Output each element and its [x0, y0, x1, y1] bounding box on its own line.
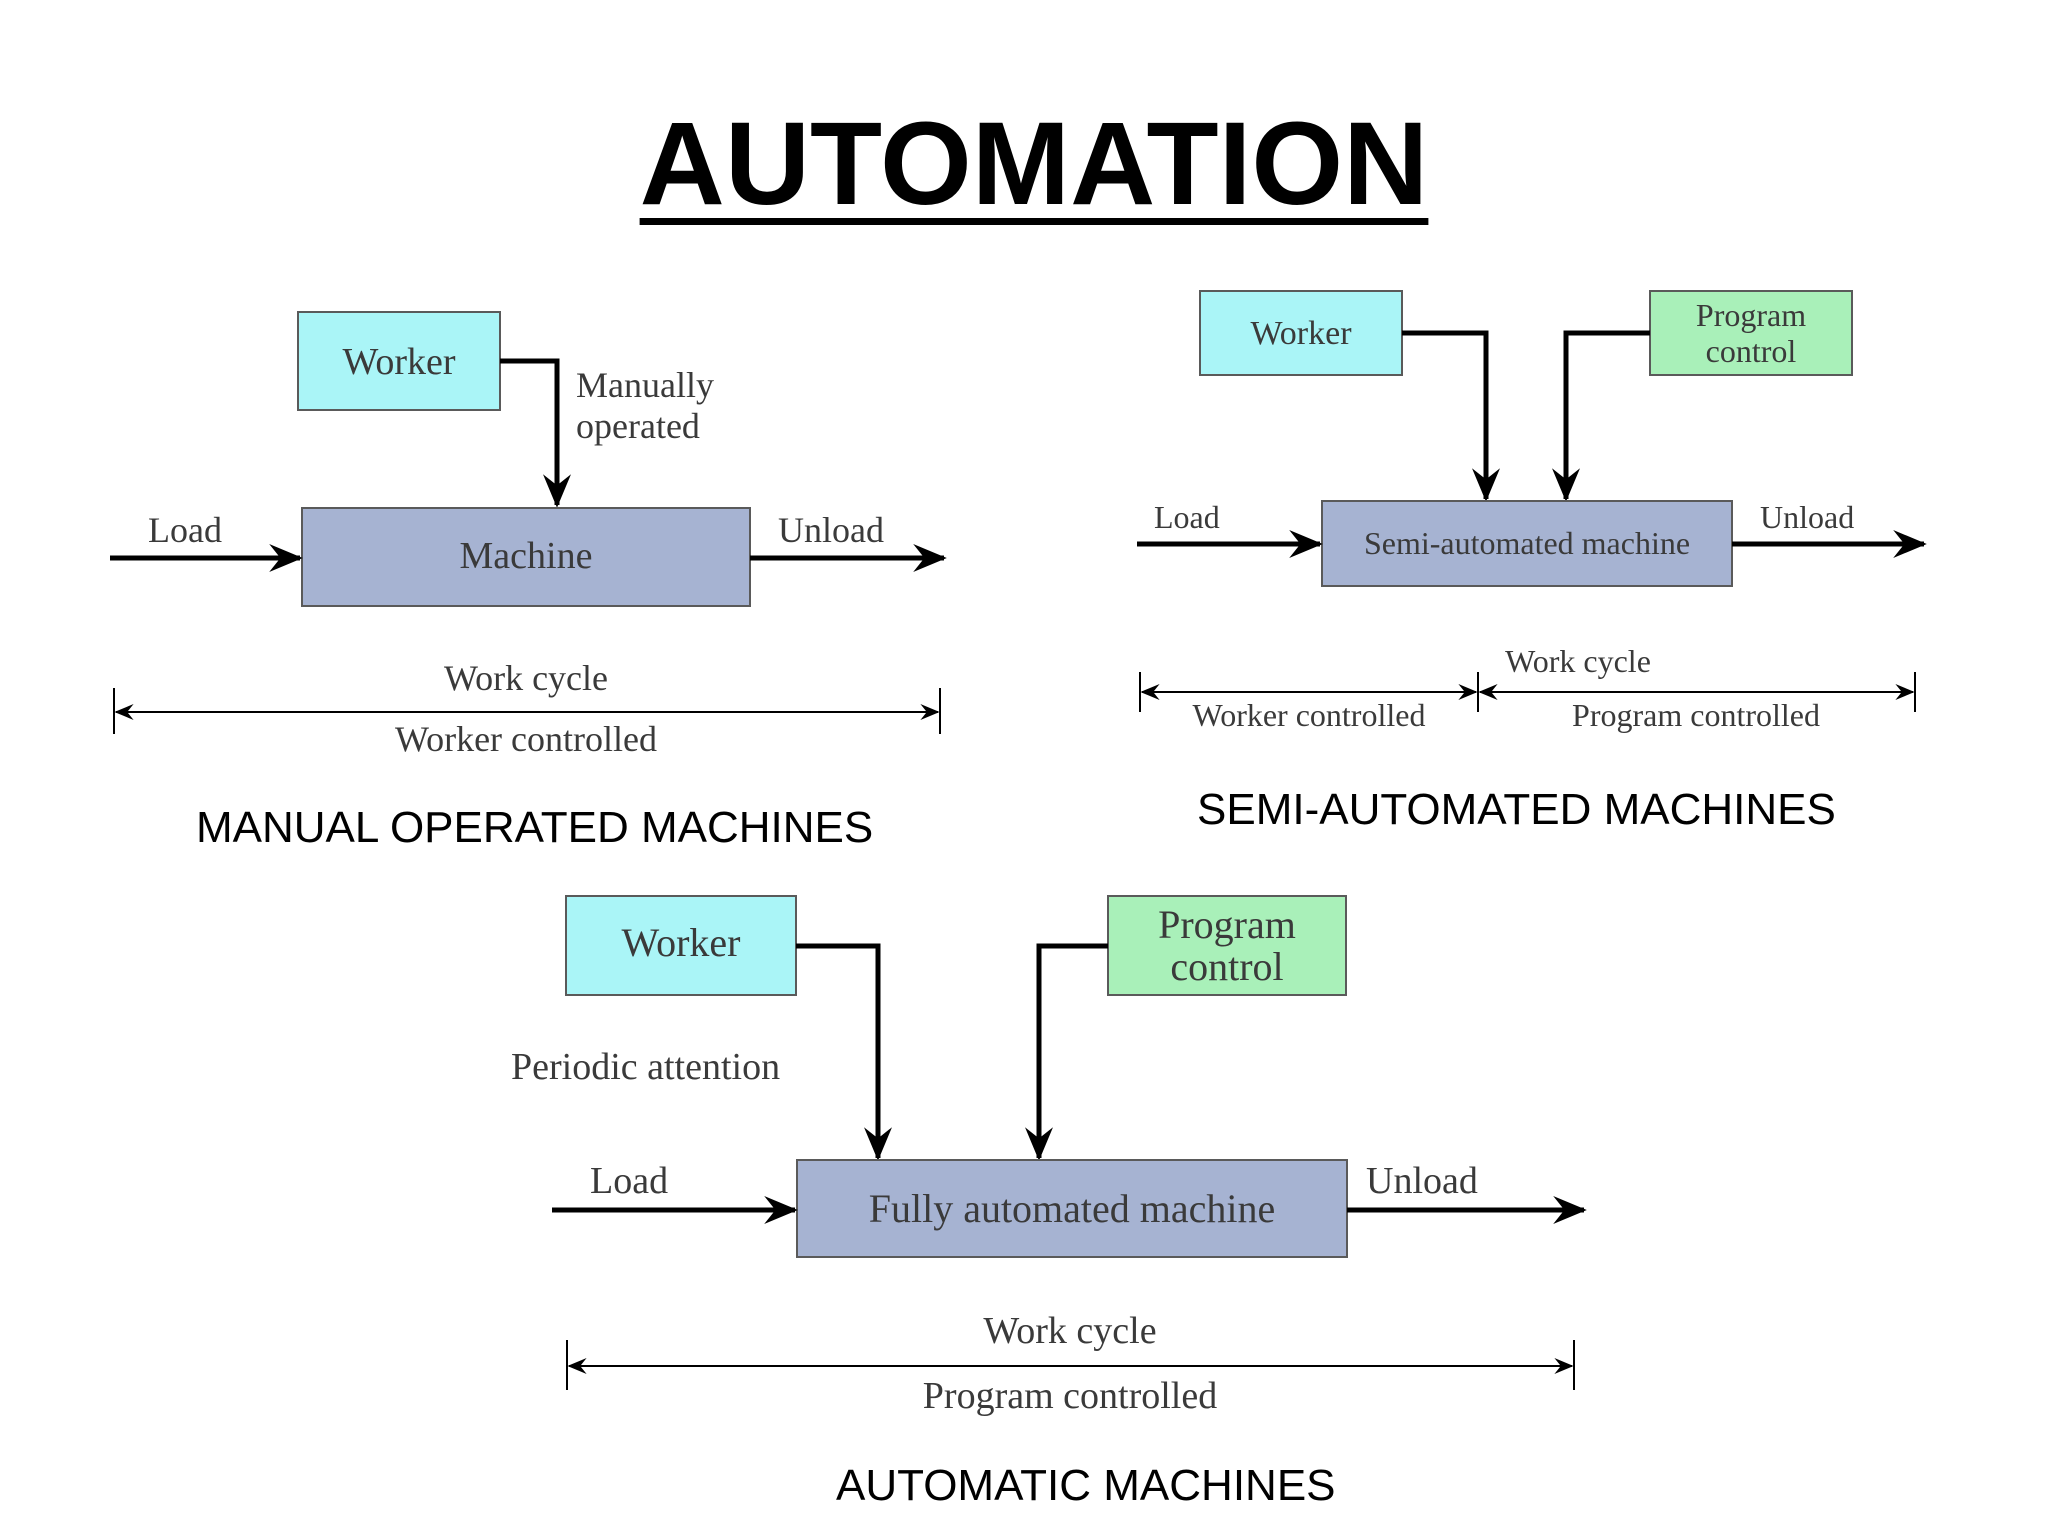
semi-program-label-line2: control [1706, 333, 1797, 369]
automatic-caption: AUTOMATIC MACHINES [836, 1461, 1336, 1510]
manual-worker-box [297, 311, 501, 411]
auto-annotation: Periodic attention [511, 1046, 780, 1088]
semi-cycle-left-label: Worker controlled [1193, 697, 1426, 733]
semi-load-label: Load [1154, 499, 1220, 535]
auto-worker-box [565, 895, 797, 996]
semi-program-arrow [1552, 330, 1650, 502]
auto-program-box [1107, 895, 1347, 996]
manual-caption: MANUAL OPERATED MACHINES [196, 803, 874, 852]
semi-unload-label: Unload [1760, 499, 1854, 535]
auto-program-arrow [1025, 943, 1108, 1161]
manual-worker-label: Worker [343, 341, 456, 383]
auto-worker-label: Worker [622, 920, 741, 965]
auto-program-label-line1: Program [1158, 902, 1296, 947]
manual-diagram: Worker Manually operated Machine Load Un… [110, 311, 947, 759]
page-title: AUTOMATION [639, 98, 1429, 230]
auto-machine-label: Fully automated machine [869, 1186, 1276, 1231]
semi-diagram: Worker Program control Semi-automated ma… [1137, 290, 1927, 733]
auto-unload-label: Unload [1366, 1160, 1478, 1202]
manual-cycle-top-label: Work cycle [444, 658, 608, 698]
manual-worker-arrow [500, 358, 571, 508]
semi-worker-arrow [1402, 330, 1500, 502]
auto-program-label-line2: control [1170, 944, 1283, 989]
automatic-diagram: Worker Program control Periodic attentio… [511, 895, 1587, 1417]
manual-annotation-line2: operated [576, 406, 700, 446]
semi-cycle-right-label: Program controlled [1572, 697, 1820, 733]
auto-worker-arrow [796, 943, 892, 1161]
semi-program-label-line1: Program [1696, 297, 1806, 333]
semi-cycle-top-label: Work cycle [1505, 643, 1651, 679]
auto-machine-box [796, 1159, 1348, 1258]
manual-machine-box [301, 507, 751, 607]
auto-cycle-bottom-label: Program controlled [923, 1375, 1217, 1417]
manual-unload-label: Unload [778, 510, 884, 550]
auto-cycle-top-label: Work cycle [983, 1310, 1156, 1352]
semi-program-box [1649, 290, 1853, 376]
manual-load-label: Load [148, 510, 222, 550]
manual-machine-label: Machine [460, 535, 593, 577]
auto-load-label: Load [590, 1160, 668, 1202]
semi-worker-label: Worker [1250, 315, 1352, 352]
semi-machine-label: Semi-automated machine [1364, 525, 1690, 561]
manual-annotation-line1: Manually [576, 365, 714, 405]
semi-caption: SEMI-AUTOMATED MACHINES [1197, 785, 1836, 834]
manual-cycle-bottom-label: Worker controlled [395, 719, 657, 759]
